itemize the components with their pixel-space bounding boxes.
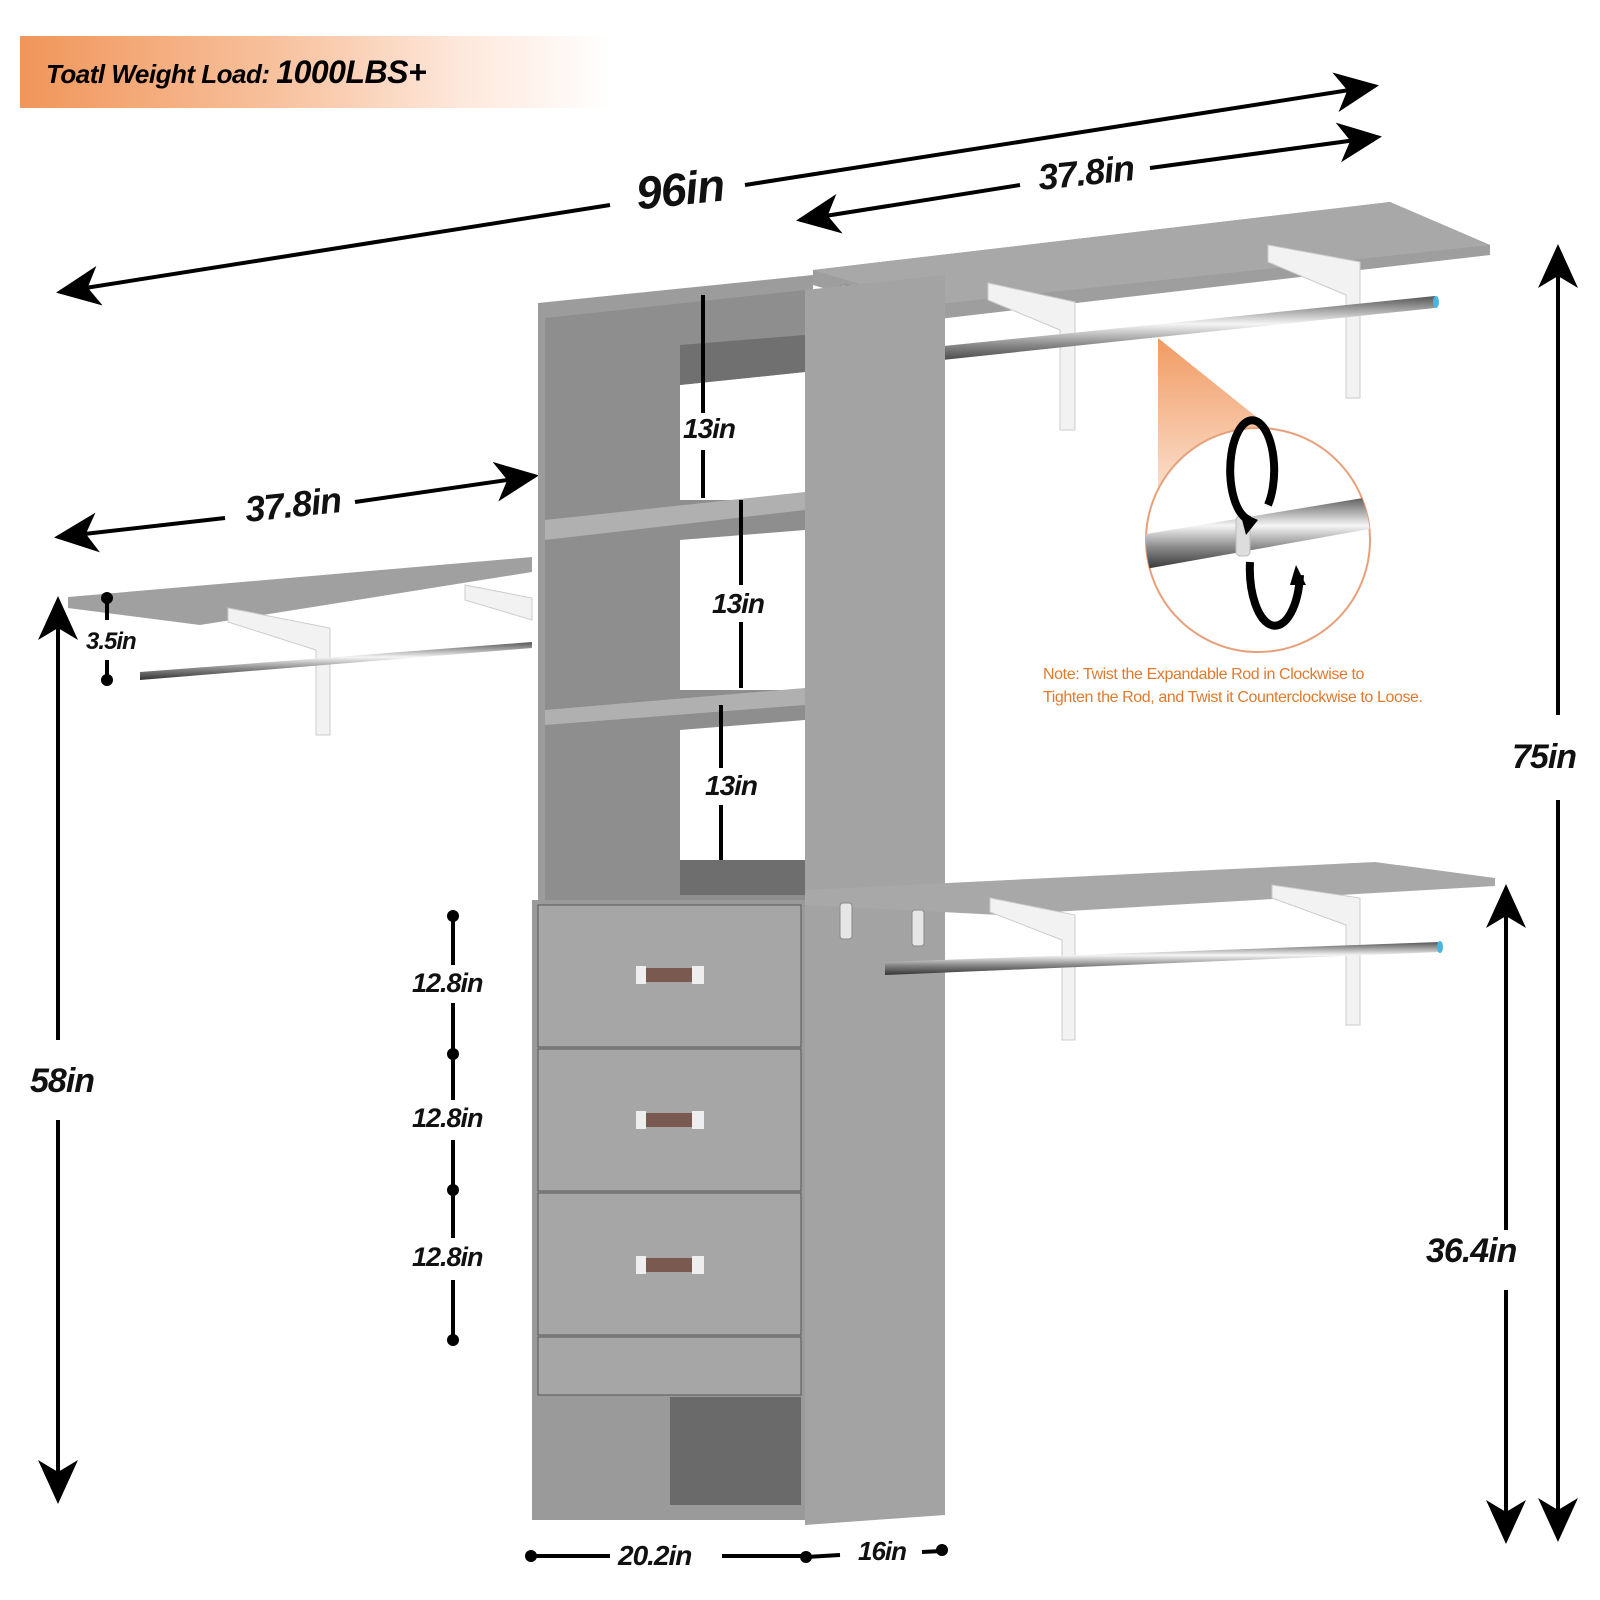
- dimension-line-bottom: [525, 1544, 948, 1563]
- weight-load-label: Toatl Weight Load:: [46, 59, 270, 89]
- tower-drawers: [532, 900, 805, 1520]
- drawer-handle: [636, 966, 704, 984]
- rod-twist-callout: [1145, 338, 1371, 653]
- label-tower-width: 20.2in: [618, 1540, 692, 1571]
- label-shelf-to-rod: 3.5in: [86, 628, 137, 655]
- label-lower-shelf-height: 36.4in: [1426, 1232, 1517, 1270]
- label-total-width: 96in: [633, 158, 727, 220]
- rod-twist-note: Note: Twist the Expandable Rod in Clockw…: [1043, 663, 1423, 709]
- dimension-line-96in: [56, 72, 1379, 306]
- label-side-depth: 16in: [858, 1536, 907, 1566]
- label-cubby-height-1: 13in: [683, 413, 736, 444]
- weight-load-value: 1000LBS+: [276, 54, 427, 90]
- label-cubby-height-3: 13in: [705, 770, 758, 801]
- note-line-1: Note: Twist the Expandable Rod in Clockw…: [1043, 666, 1365, 683]
- left-shelf: [68, 557, 533, 736]
- dimension-line-37-8in-left: [54, 461, 539, 553]
- drawer-handle: [636, 1256, 704, 1274]
- label-drawer-height-3: 12.8in: [412, 1242, 484, 1272]
- drawer-handle: [636, 1111, 704, 1129]
- weight-load-banner: Toatl Weight Load: 1000LBS+: [20, 36, 610, 108]
- note-line-2: Tighten the Rod, and Twist it Counterclo…: [1043, 689, 1423, 706]
- label-drawer-height-1: 12.8in: [412, 968, 484, 998]
- label-cubby-height-2: 13in: [712, 588, 765, 619]
- weight-load-text: Toatl Weight Load: 1000LBS+: [46, 54, 427, 91]
- dimension-line-37-8in-top: [796, 122, 1382, 234]
- label-total-height: 75in: [1512, 738, 1577, 776]
- drawer-dimension-lines: [447, 910, 459, 1346]
- label-left-shelf-height: 58in: [30, 1062, 95, 1100]
- label-drawer-height-2: 12.8in: [412, 1103, 484, 1133]
- lower-right-shelf: [805, 862, 1495, 1041]
- rotate-arrows-icon: [1226, 416, 1306, 630]
- dimension-line-3-5in: [101, 592, 113, 686]
- top-right-shelf: [813, 202, 1490, 431]
- cubby-dimension-lines: [701, 295, 743, 860]
